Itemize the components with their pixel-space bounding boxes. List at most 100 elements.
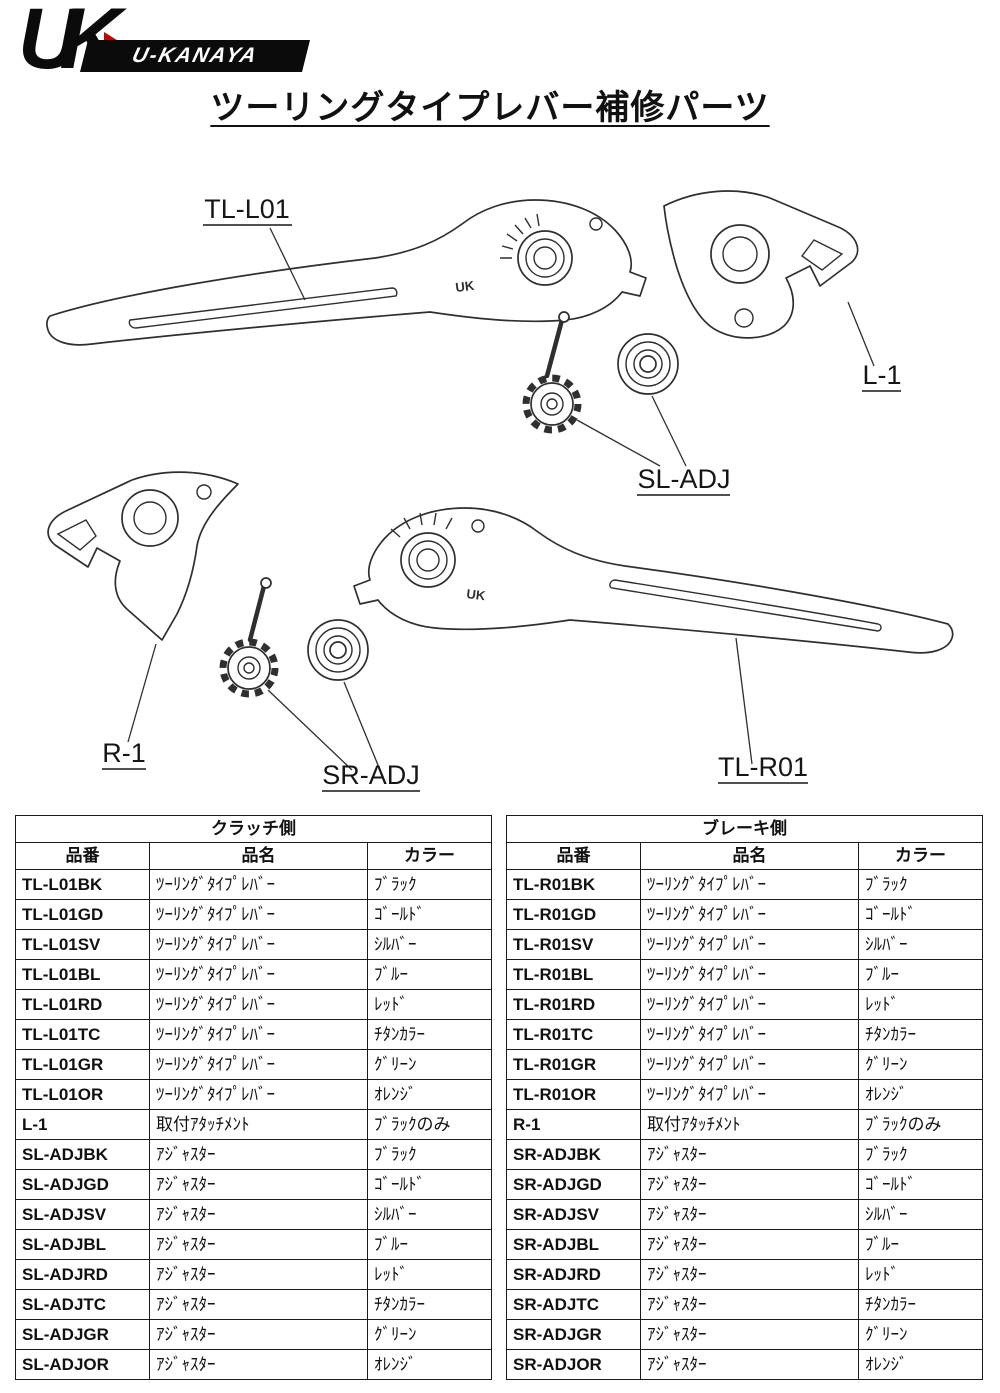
part-number-cell: SL-ADJBL	[15, 1229, 150, 1260]
table-header-row: 品番品名カラー	[15, 842, 493, 870]
brake-lever-drawing: UK	[353, 507, 954, 654]
part-number-cell: SL-ADJTC	[15, 1289, 150, 1320]
brand-name: U-KANAYA	[129, 44, 261, 67]
part-name-cell: ﾂｰﾘﾝｸﾞﾀｲﾌﾟﾚﾊﾞｰ	[640, 959, 860, 990]
color-cell: ﾚｯﾄﾞ	[858, 989, 984, 1020]
color-cell: ﾁﾀﾝｶﾗｰ	[858, 1019, 984, 1050]
color-cell: ﾚｯﾄﾞ	[366, 1259, 493, 1290]
color-cell: ﾚｯﾄﾞ	[366, 989, 493, 1020]
part-number-cell: SR-ADJTC	[506, 1289, 642, 1320]
part-number-cell: TL-R01BL	[506, 959, 642, 990]
part-name-cell: ﾂｰﾘﾝｸﾞﾀｲﾌﾟﾚﾊﾞｰ	[640, 929, 860, 960]
brand-logo: UK U-KANAYA	[18, 0, 318, 106]
part-name-cell: ﾂｰﾘﾝｸﾞﾀｲﾌﾟﾚﾊﾞｰ	[149, 959, 368, 990]
label-clutch-adjuster: SL-ADJ	[637, 464, 730, 494]
part-number-cell: R-1	[506, 1109, 642, 1140]
part-name-cell: ｱｼﾞｬｽﾀｰ	[149, 1289, 368, 1320]
part-number-cell: TL-L01RD	[15, 989, 150, 1020]
part-number-cell: SL-ADJGD	[15, 1169, 150, 1200]
color-cell: ﾌﾞﾗｯｸ	[366, 1139, 493, 1170]
part-number-cell: SR-ADJRD	[506, 1259, 642, 1290]
part-number-cell: TL-R01BK	[506, 869, 642, 900]
color-cell: ｸﾞﾘｰﾝ	[858, 1319, 984, 1350]
column-header: 品番	[15, 842, 150, 870]
color-cell: ﾌﾞﾗｯｸのみ	[366, 1109, 493, 1140]
part-name-cell: ｱｼﾞｬｽﾀｰ	[640, 1259, 860, 1290]
color-cell: ｵﾚﾝｼﾞ	[858, 1079, 984, 1110]
color-cell: ｼﾙﾊﾞｰ	[366, 929, 493, 960]
color-cell: ｼﾙﾊﾞｰ	[858, 1199, 984, 1230]
color-cell: ｼﾙﾊﾞｰ	[366, 1199, 493, 1230]
color-cell: ﾁﾀﾝｶﾗｰ	[366, 1289, 493, 1320]
color-cell: ﾌﾞﾙｰ	[366, 1229, 493, 1260]
color-cell: ｺﾞｰﾙﾄﾞ	[858, 899, 984, 930]
part-name-cell: ﾂｰﾘﾝｸﾞﾀｲﾌﾟﾚﾊﾞｰ	[640, 989, 860, 1020]
part-number-cell: SL-ADJGR	[15, 1319, 150, 1350]
part-name-cell: ｱｼﾞｬｽﾀｰ	[149, 1139, 368, 1170]
adjuster-serration	[500, 213, 540, 259]
color-cell: ﾌﾞﾗｯｸ	[366, 869, 493, 900]
part-number-cell: TL-R01SV	[506, 929, 642, 960]
column-header: 品番	[506, 842, 642, 870]
color-cell: ｺﾞｰﾙﾄﾞ	[366, 1169, 493, 1200]
part-number-cell: SL-ADJOR	[15, 1349, 150, 1380]
part-name-cell: 取付ｱﾀｯﾁﾒﾝﾄ	[640, 1109, 860, 1140]
part-number-cell: TL-L01BK	[15, 869, 150, 900]
part-number-cell: SL-ADJBK	[15, 1139, 150, 1170]
part-number-cell: TL-R01OR	[506, 1079, 642, 1110]
column-header: カラー	[366, 842, 493, 870]
part-name-cell: ｱｼﾞｬｽﾀｰ	[640, 1169, 860, 1200]
column-header: カラー	[858, 842, 984, 870]
part-name-cell: ｱｼﾞｬｽﾀｰ	[149, 1319, 368, 1350]
table-title-row: クラッチ側	[14, 815, 493, 843]
part-name-cell: ｱｼﾞｬｽﾀｰ	[640, 1289, 860, 1320]
part-number-cell: SR-ADJBK	[506, 1139, 642, 1170]
part-number-cell: SL-ADJRD	[15, 1259, 150, 1290]
part-name-cell: ｱｼﾞｬｽﾀｰ	[149, 1259, 368, 1290]
part-name-cell: ｱｼﾞｬｽﾀｰ	[149, 1349, 368, 1380]
part-name-cell: ｱｼﾞｬｽﾀｰ	[149, 1169, 368, 1200]
lever-logo-mark: UK	[466, 586, 487, 603]
part-name-cell: ﾂｰﾘﾝｸﾞﾀｲﾌﾟﾚﾊﾞｰ	[640, 899, 860, 930]
part-name-cell: ﾂｰﾘﾝｸﾞﾀｲﾌﾟﾚﾊﾞｰ	[149, 989, 368, 1020]
part-name-cell: ﾂｰﾘﾝｸﾞﾀｲﾌﾟﾚﾊﾞｰ	[640, 1019, 860, 1050]
label-brake-adjuster: SR-ADJ	[322, 760, 420, 790]
leader-lines	[127, 227, 875, 771]
part-number-cell: SR-ADJGD	[506, 1169, 642, 1200]
part-name-cell: ﾂｰﾘﾝｸﾞﾀｲﾌﾟﾚﾊﾞｰ	[149, 1019, 368, 1050]
part-number-cell: TL-R01TC	[506, 1019, 642, 1050]
part-name-cell: ﾂｰﾘﾝｸﾞﾀｲﾌﾟﾚﾊﾞｰ	[149, 929, 368, 960]
color-cell: ﾌﾞﾗｯｸのみ	[858, 1109, 984, 1140]
part-number-cell: SR-ADJSV	[506, 1199, 642, 1230]
part-name-cell: ｱｼﾞｬｽﾀｰ	[640, 1139, 860, 1170]
color-cell: ｵﾚﾝｼﾞ	[366, 1079, 493, 1110]
color-cell: ｺﾞｰﾙﾄﾞ	[858, 1169, 984, 1200]
color-cell: ﾁﾀﾝｶﾗｰ	[366, 1019, 493, 1050]
label-brake-attachment: R-1	[102, 738, 146, 768]
